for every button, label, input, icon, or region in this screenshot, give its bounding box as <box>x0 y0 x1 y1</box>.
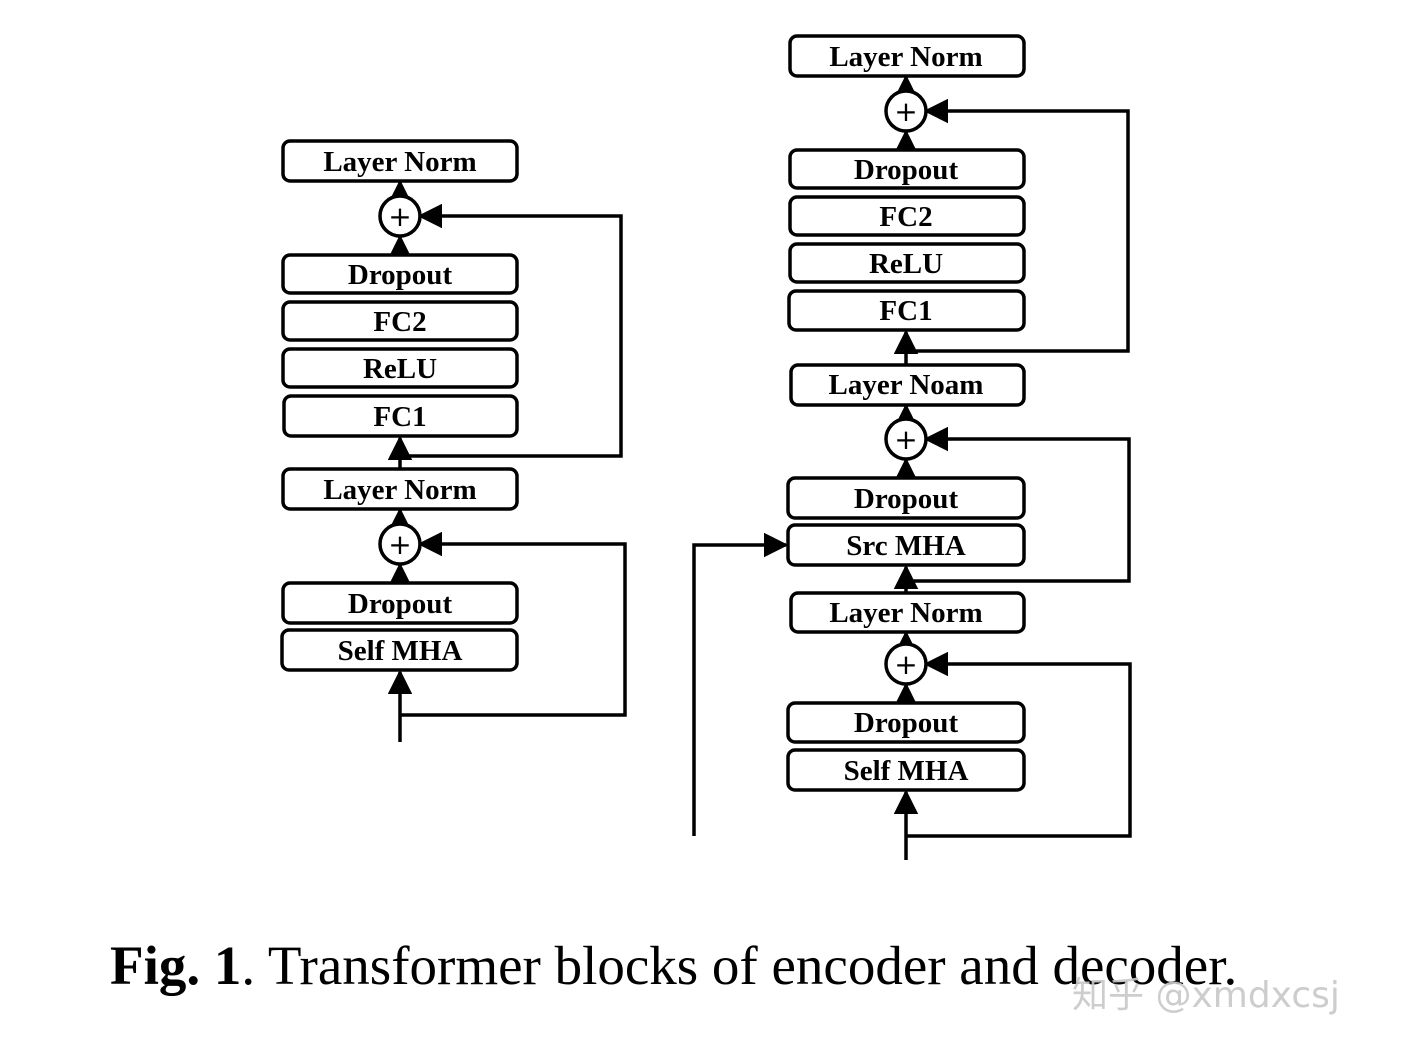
dec-fc2-label: FC2 <box>879 201 932 233</box>
dec-src-mha-box <box>786 523 1026 567</box>
dec-encoder-memory-input <box>692 532 789 836</box>
enc-relu-box <box>281 347 519 389</box>
enc-dropout-top-label: Dropout <box>348 259 453 291</box>
dec-layer-norm-mid-label: Layer Norm <box>829 597 982 629</box>
enc-fc2-label: FC2 <box>373 306 426 338</box>
figure-caption-text: . Transformer blocks of encoder and deco… <box>241 935 1238 996</box>
enc-add-top-circle <box>378 194 422 238</box>
enc-self-mha-label: Self MHA <box>338 635 463 667</box>
enc-layer-norm-mid-box <box>281 467 519 511</box>
dec-dropout-top-box <box>788 148 1026 190</box>
dec-add-mid-sign: + <box>894 423 917 456</box>
enc-add-bottom-sign: + <box>388 528 411 561</box>
decoder-block: Layer Norm Dropout FC2 ReLU FC1 Layer No… <box>692 34 1132 860</box>
enc-add-bottom-circle <box>378 522 422 566</box>
dec-residual-3 <box>906 98 1130 353</box>
watermark: 知乎 @xmdxcsj <box>1072 975 1340 1016</box>
dec-add-top-sign: + <box>894 95 917 128</box>
enc-dropout-bottom-label: Dropout <box>348 588 453 620</box>
dec-layer-norm-top-box <box>788 34 1026 78</box>
enc-fc1-label: FC1 <box>373 401 426 433</box>
enc-relu-label: ReLU <box>363 353 437 385</box>
dec-layer-noam-box <box>789 363 1026 407</box>
dec-fc1-box <box>787 289 1026 332</box>
dec-src-mha-label: Src MHA <box>846 530 966 562</box>
dec-dropout-bottom-label: Dropout <box>854 707 959 739</box>
dec-self-mha-label: Self MHA <box>844 755 969 787</box>
enc-layer-norm-mid-label: Layer Norm <box>323 474 476 506</box>
enc-add-top-sign: + <box>388 200 411 233</box>
dec-dropout-bottom-box <box>786 701 1026 744</box>
dec-fc2-box <box>788 195 1026 237</box>
enc-fc2-box <box>281 300 519 342</box>
dec-dropout-mid-label: Dropout <box>854 483 959 515</box>
dec-fc1-label: FC1 <box>879 295 932 327</box>
dec-relu-label: ReLU <box>869 248 943 280</box>
dec-dropout-top-label: Dropout <box>854 154 959 186</box>
dec-layer-noam-label: Layer Noam <box>829 369 984 401</box>
enc-residual-2 <box>400 203 623 458</box>
dec-residual-1 <box>906 651 1132 838</box>
dec-layer-norm-mid-box <box>789 591 1026 634</box>
figure-caption: Fig. 1. Transformer blocks of encoder an… <box>110 934 1237 997</box>
enc-layer-norm-top-label: Layer Norm <box>323 146 476 178</box>
dec-self-mha-box <box>786 748 1026 792</box>
dec-relu-box <box>788 242 1026 284</box>
enc-self-mha-box <box>280 628 519 672</box>
figure-caption-label: Fig. 1 <box>110 935 242 996</box>
encoder-block: Layer Norm Dropout FC2 ReLU FC1 Layer No… <box>280 139 627 742</box>
dec-add-bottom-sign: + <box>894 648 917 681</box>
dec-residual-2 <box>906 426 1131 583</box>
enc-dropout-bottom-box <box>281 581 519 625</box>
dec-add-top-circle <box>884 89 928 133</box>
enc-fc1-box <box>282 394 519 438</box>
dec-add-bottom-circle <box>884 642 928 686</box>
enc-residual-1 <box>400 531 627 717</box>
enc-layer-norm-top-box <box>281 139 519 183</box>
dec-layer-norm-top-label: Layer Norm <box>829 41 982 73</box>
dec-add-mid-circle <box>884 417 928 461</box>
enc-dropout-top-box <box>281 253 519 295</box>
dec-dropout-mid-box <box>786 476 1026 520</box>
